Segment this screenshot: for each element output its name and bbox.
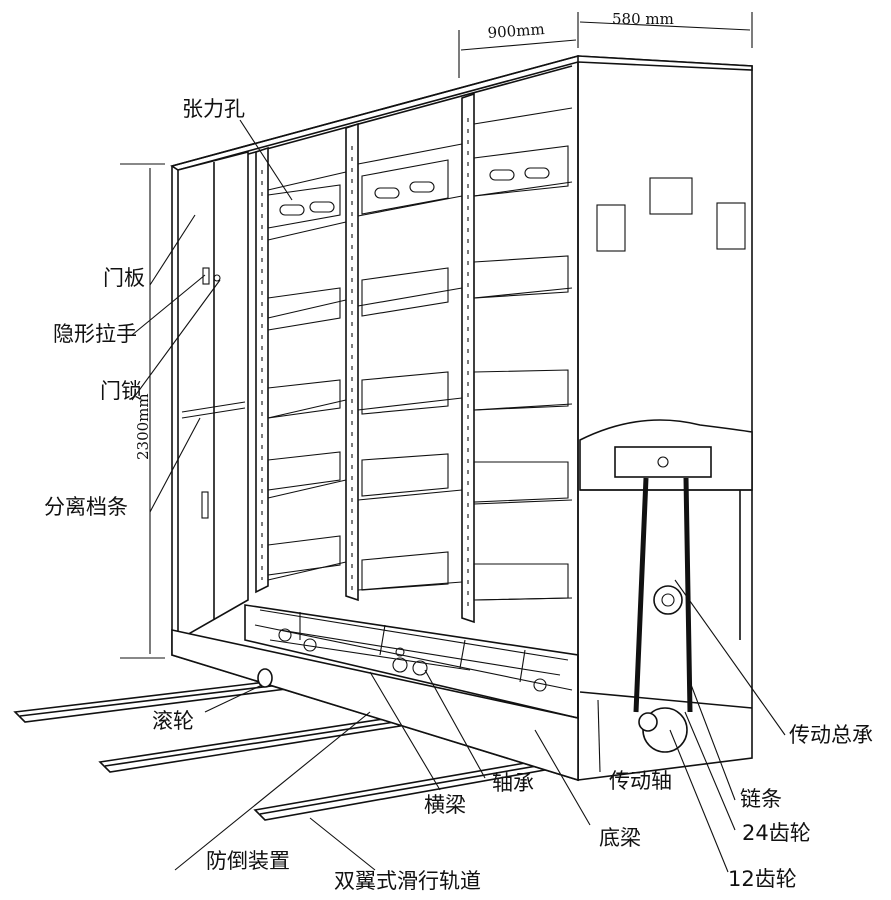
drive-shaft [579, 691, 753, 709]
dimensions [120, 12, 753, 659]
base-beam [171, 629, 579, 782]
height-dimension: 2300mm [134, 393, 152, 460]
label-hidden-handle: 隐形拉手 [53, 322, 137, 346]
label-chain: 链条 [740, 787, 782, 811]
label-double-wing-rail: 双翼式滑行轨道 [334, 869, 481, 893]
door-panel [177, 150, 249, 642]
cabinet-body [170, 54, 753, 782]
label-gear-12: 12齿轮 [728, 867, 797, 891]
label-door-lock: 门锁 [100, 379, 142, 403]
rails [13, 677, 615, 821]
label-tension-hole: 张力孔 [182, 97, 245, 121]
label-roller: 滚轮 [152, 709, 194, 733]
label-drive-shaft: 传动轴 [609, 769, 672, 793]
label-bearing: 轴承 [492, 771, 534, 795]
label-cross-beam: 横梁 [424, 793, 466, 817]
side-details [579, 177, 753, 753]
label-transmission-bearing: 传动总承 [789, 723, 873, 747]
leaders [131, 119, 786, 873]
label-base-beam: 底梁 [599, 826, 641, 850]
gear-24 [653, 585, 683, 615]
side-panel [577, 55, 753, 781]
label-gear-24: 24齿轮 [742, 821, 811, 845]
depth-dimension: 580 mm [612, 10, 674, 28]
rail-2 [98, 717, 402, 773]
label-door-panel: 门板 [103, 266, 145, 290]
width-dimension: 900mm [487, 20, 545, 42]
roller [257, 668, 273, 688]
chain [633, 477, 693, 713]
label-anti-tip-device: 防倒装置 [206, 849, 290, 873]
uprights [255, 92, 475, 624]
label-separator-bar: 分离档条 [44, 495, 128, 519]
transmission-box [614, 446, 712, 478]
shelves [267, 107, 573, 601]
